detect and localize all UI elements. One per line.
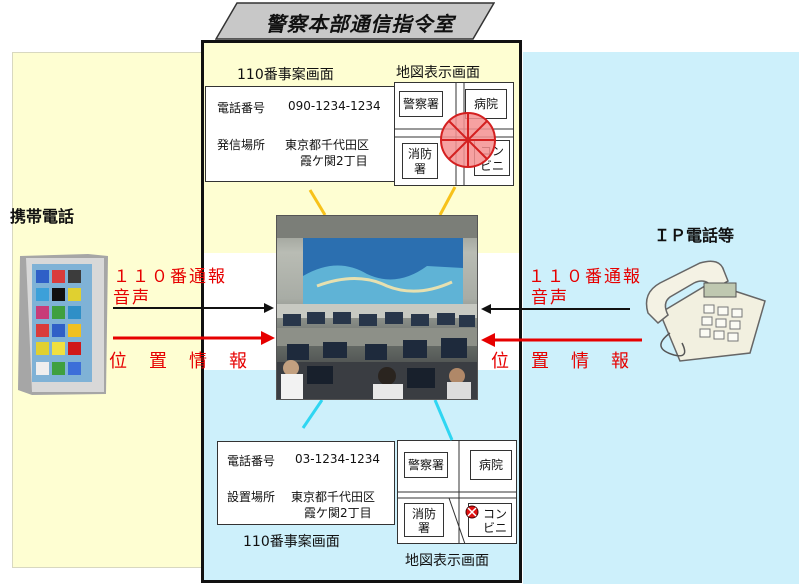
bottom-phone-value: 03-1234-1234 [295,452,381,466]
bottom-map-roads [397,440,517,544]
mobile-label: 携帯電話 [10,207,75,226]
bottom-location-line1: 東京都千代田区 [291,490,376,504]
ip-phone-icon [645,260,766,362]
top-phone-value: 090-1234-1234 [288,99,381,113]
top-map-police: 警察署 [399,91,443,117]
bottom-location-label: 設置場所 [227,490,276,504]
bottom-map-fire-station: 消防署 [404,503,444,537]
smartphone-icon [18,254,108,395]
top-case-panel [205,86,395,182]
top-location-line1: 東京都千代田区 [285,138,370,152]
top-location-line2: 霞ケ関2丁目 [300,154,368,168]
bottom-location-marker [465,505,479,519]
bottom-phone-label: 電話番号 [227,454,276,468]
top-location-label: 発信場所 [217,138,266,152]
top-location-marker [440,112,496,168]
bottom-map-convenience-store: コンビニ [468,503,512,537]
bottom-case-screen-caption: 110番事案画面 [243,534,340,550]
left-location-label: 位置情報 [109,351,269,372]
bottom-map-hospital: 病院 [470,450,512,480]
hq-title-banner [215,2,495,40]
right-location-label: 位置情報 [491,351,651,372]
top-phone-label: 電話番号 [217,101,266,115]
hq-title: 警察本部通信指令室 [265,12,455,36]
bottom-map-police: 警察署 [404,452,448,478]
right-call-label: １１０番通報 [528,267,642,287]
top-map-fire-station: 消防署 [402,143,438,179]
top-map-screen-caption: 地図表示画面 [396,65,480,81]
command-center-photo [276,215,478,400]
bottom-location-line2: 霞ケ関2丁目 [304,506,372,520]
top-case-screen-caption: 110番事案画面 [237,67,334,83]
bottom-map-screen-caption: 地図表示画面 [405,553,489,569]
left-voice-label: 音声 [113,288,151,308]
bottom-case-panel [217,441,395,525]
right-voice-label: 音声 [531,288,569,308]
left-call-label: １１０番通報 [113,267,227,287]
ip-phone-label: ＩＰ電話等 [654,226,735,245]
